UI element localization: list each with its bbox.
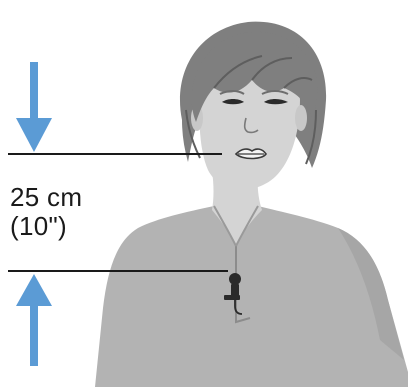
distance-label: 25 cm (10"): [10, 183, 82, 241]
distance-imperial: (10"): [10, 211, 67, 241]
hair-strands: [213, 55, 313, 89]
left-eyebrow: [219, 90, 245, 95]
collar-left: [213, 205, 237, 247]
left-eye: [222, 99, 244, 105]
shirt-placket: [235, 246, 251, 324]
nose: [243, 117, 259, 134]
right-eyebrow: [261, 90, 289, 95]
arrow-down-icon: [16, 62, 52, 152]
distance-metric: 25 cm: [10, 182, 83, 212]
shirt-shadow: [338, 228, 404, 360]
collar-right: [235, 205, 259, 247]
hair-side-right: [305, 109, 317, 165]
shirt: [95, 206, 408, 387]
lavalier-microphone-icon: [224, 273, 243, 315]
arrow-up-icon: [16, 274, 52, 366]
right-eye: [264, 99, 288, 105]
right-ear: [295, 105, 307, 131]
